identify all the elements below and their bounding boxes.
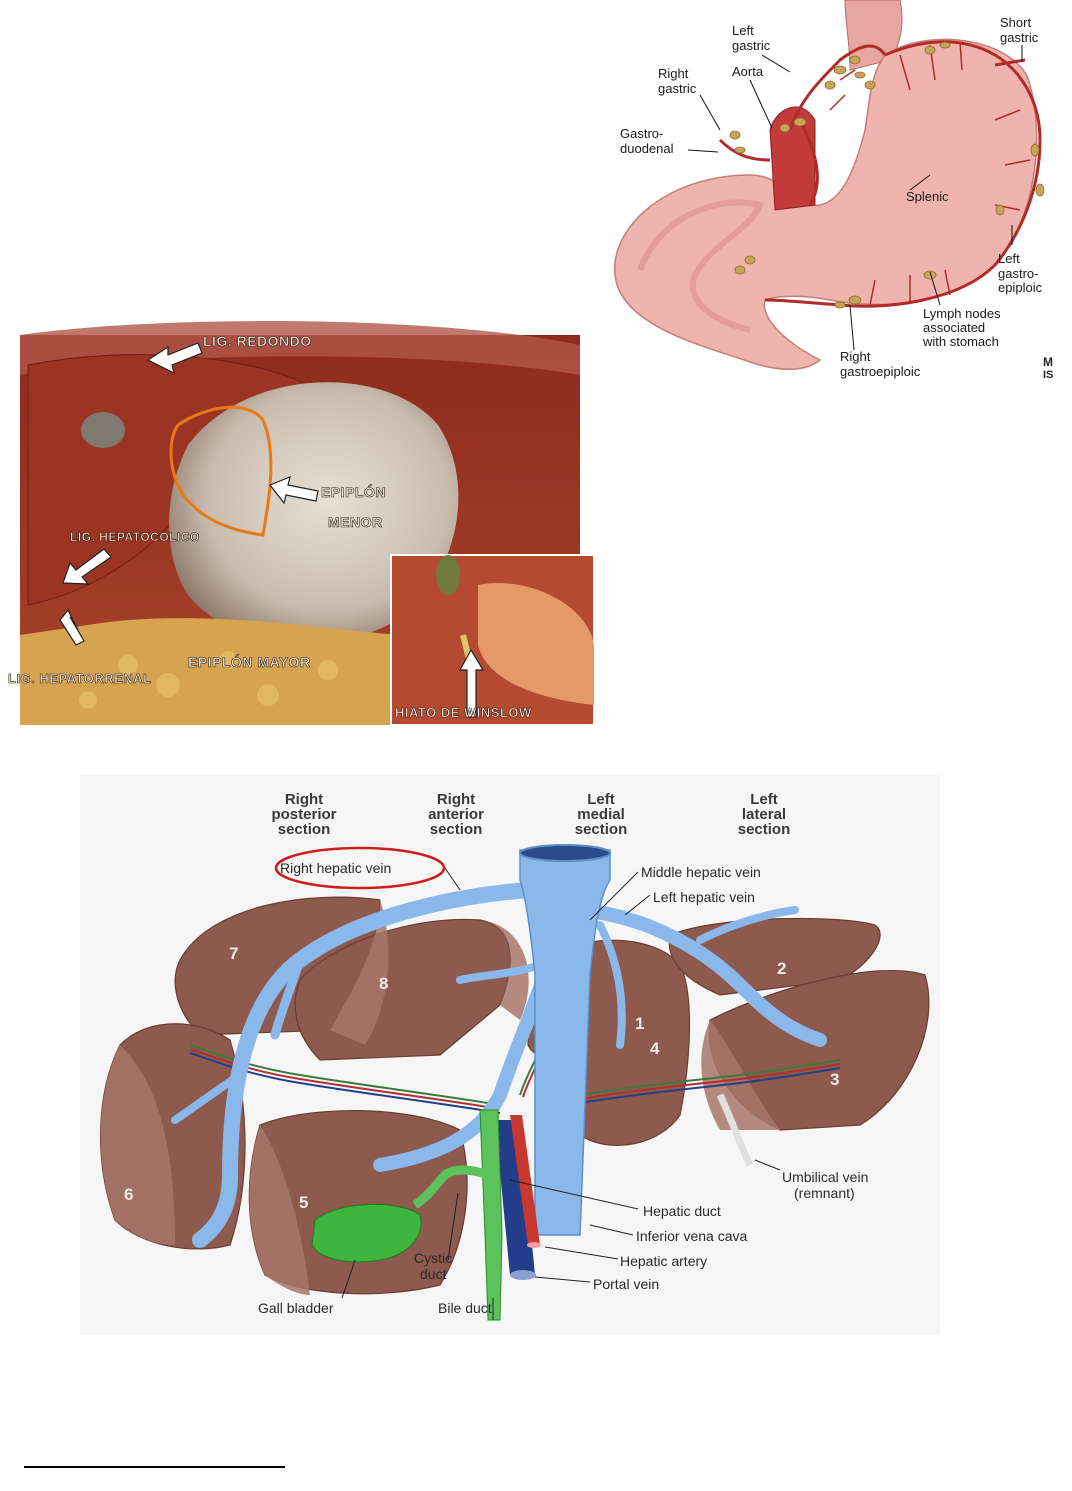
segment-4-lobe [580,940,689,1145]
right-gastroepiploic-label-2: gastroepiploic [840,364,921,379]
stomach-arteries-figure: Left gastric Short gastric Right gastric… [600,0,1072,400]
segment-number-4: 4 [650,1039,660,1058]
svg-text:gastroepiploic: gastroepiploic [840,364,921,379]
svg-text:Left: Left [998,251,1020,266]
lig-redondo-label: LIG. REDONDO [203,333,312,349]
short-gastric-label-2: gastric [1000,30,1039,45]
lymph-nodes-label-1: Lymph nodes [923,306,1001,321]
mis-logo: M IS [1043,355,1053,381]
segment-number-2: 2 [777,959,786,978]
left-hepatic-vein-label: Left hepatic vein [653,889,755,905]
segment-number-5: 5 [299,1193,308,1212]
epiplon-menor-label-1: EPIPLÓN [321,483,386,500]
splenic-label: Splenic [906,189,949,204]
hepatic-duct-label: Hepatic duct [643,1203,721,1219]
cystic-duct-label-2: duct [420,1266,447,1282]
right-gastric-label-1: Right [658,66,689,81]
gall-bladder-label: Gall bladder [258,1300,334,1316]
cystic-duct-label-1: Cystic [414,1250,452,1266]
svg-text:gastric: gastric [1000,30,1039,45]
hepatic-artery-label: Hepatic artery [620,1253,707,1269]
svg-text:associated: associated [923,320,985,335]
segment-number-6: 6 [124,1185,133,1204]
svg-text:gastric: gastric [732,38,771,53]
left-gastric-label-2: gastric [732,38,771,53]
epiplon-mayor-label: EPIPLÓN MAYOR [188,653,311,670]
svg-text:duodenal: duodenal [620,141,674,156]
epiplon-menor-label-2: MENOR [328,514,383,530]
svg-text:with stomach: with stomach [922,334,999,349]
hiato-winslow-label: HIATO DE WINSLOW [395,705,532,720]
gastroduodenal-label-2: duodenal [620,141,674,156]
svg-text:Gastro-: Gastro- [620,126,663,141]
svg-text:section: section [278,821,331,838]
gallbladder-photo [81,412,125,448]
middle-hepatic-vein-label: Middle hepatic vein [641,864,761,880]
footnote-separator [24,1466,285,1468]
portal-vein-label: Portal vein [593,1276,659,1292]
left-gastroepiploic-label-2: gastro- [998,266,1038,281]
svg-text:IS: IS [1043,369,1053,381]
svg-text:gastric: gastric [658,81,697,96]
liver-segments-figure: Right posterior section Right anterior s… [80,775,940,1335]
segment-number-8: 8 [379,974,388,993]
right-hepatic-vein-label: Right hepatic vein [280,860,391,876]
lymph-nodes-label-3: with stomach [922,334,999,349]
segment-number-3: 3 [830,1070,839,1089]
inferior-vena-cava-label: Inferior vena cava [636,1228,747,1244]
svg-text:Lymph nodes: Lymph nodes [923,306,1001,321]
svg-text:section: section [575,821,628,838]
segment-number-1: 1 [635,1014,644,1033]
svg-text:Right: Right [658,66,689,81]
right-gastric-label-2: gastric [658,81,697,96]
left-gastroepiploic-label-3: epiploic [998,280,1043,295]
bile-duct-label: Bile duct [438,1300,492,1316]
svg-text:section: section [738,821,791,838]
umbilical-vein-label-2: (remnant) [794,1185,855,1201]
svg-text:section: section [430,821,483,838]
right-gastroepiploic-label-1: Right [840,349,871,364]
lymph-nodes-label-2: associated [923,320,985,335]
gastroduodenal-label-1: Gastro- [620,126,663,141]
short-gastric-label-1: Short [1000,15,1031,30]
aorta-label: Aorta [732,64,764,79]
svg-text:Right: Right [840,349,871,364]
segment-number-7: 7 [229,944,238,963]
lig-hepatocolico-label: LIG. HEPATOCÓLICO [70,529,200,544]
svg-text:Left: Left [732,23,754,38]
svg-text:Short: Short [1000,15,1031,30]
lig-hepatorrenal-label: LIG. HEPATORRENAL [8,671,152,686]
peritoneum-photo-figure: LIG. REDONDO EPIPLÓN MENOR LIG. HEPATOCÓ… [8,305,594,725]
svg-text:gastro-: gastro- [998,266,1038,281]
umbilical-vein-label-1: Umbilical vein [782,1169,868,1185]
winslow-inset [391,555,594,725]
left-gastroepiploic-label-1: Left [998,251,1020,266]
svg-text:epiploic: epiploic [998,280,1043,295]
left-gastric-label-1: Left [732,23,754,38]
svg-text:M: M [1043,355,1053,369]
